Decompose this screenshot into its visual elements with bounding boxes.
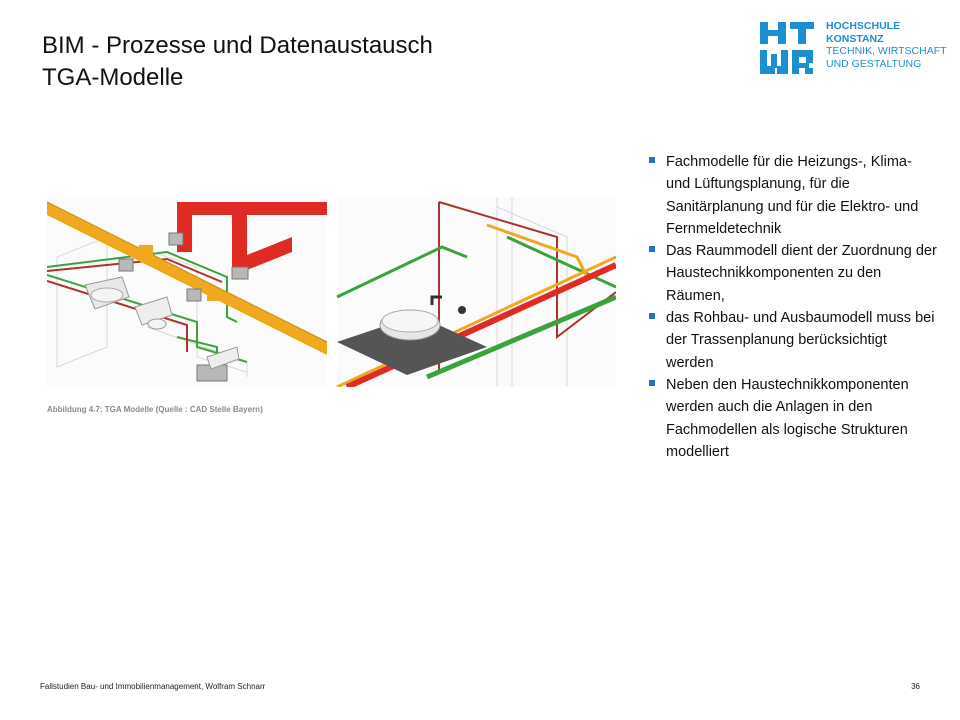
bullet-item: Neben den Haustechnikkomponenten werden … [648,374,938,463]
tga-model-right-image [336,197,616,387]
logo-line1: HOCHSCHULE [826,20,901,32]
page-number: 36 [911,682,920,691]
tga-model-figure [47,197,616,387]
logo-line3: TECHNIK, WIRTSCHAFT [826,45,947,57]
figure-caption: Abbildung 4.7: TGA Modelle (Quelle : CAD… [47,405,263,414]
bullet-item: das Rohbau- und Ausbaumodell muss bei de… [648,307,938,374]
bullet-item: Das Raummodell dient der Zuordnung der H… [648,240,938,307]
slide-title: BIM - Prozesse und Datenaustausch TGA-Mo… [42,30,433,94]
tga-model-left-image [47,197,328,387]
logo-line4: UND GESTALTUNG [826,57,922,70]
slide-title-line2: TGA-Modelle [42,64,184,91]
logo-line2: KONSTANZ [826,32,884,45]
bullet-item: Fachmodelle für die Heizungs-, Klima- un… [648,151,938,240]
logo-mark-icon [760,22,814,74]
bullet-list: Fachmodelle für die Heizungs-, Klima- un… [648,151,938,463]
logo-text: HOCHSCHULE KONSTANZ TECHNIK, WIRTSCHAFT … [826,20,947,70]
university-logo: HOCHSCHULE KONSTANZ TECHNIK, WIRTSCHAFT … [760,20,950,76]
footer-text: Fallstudien Bau- und Immobilienmanagemen… [40,682,266,691]
slide-title-line1: BIM - Prozesse und Datenaustausch [42,32,433,59]
